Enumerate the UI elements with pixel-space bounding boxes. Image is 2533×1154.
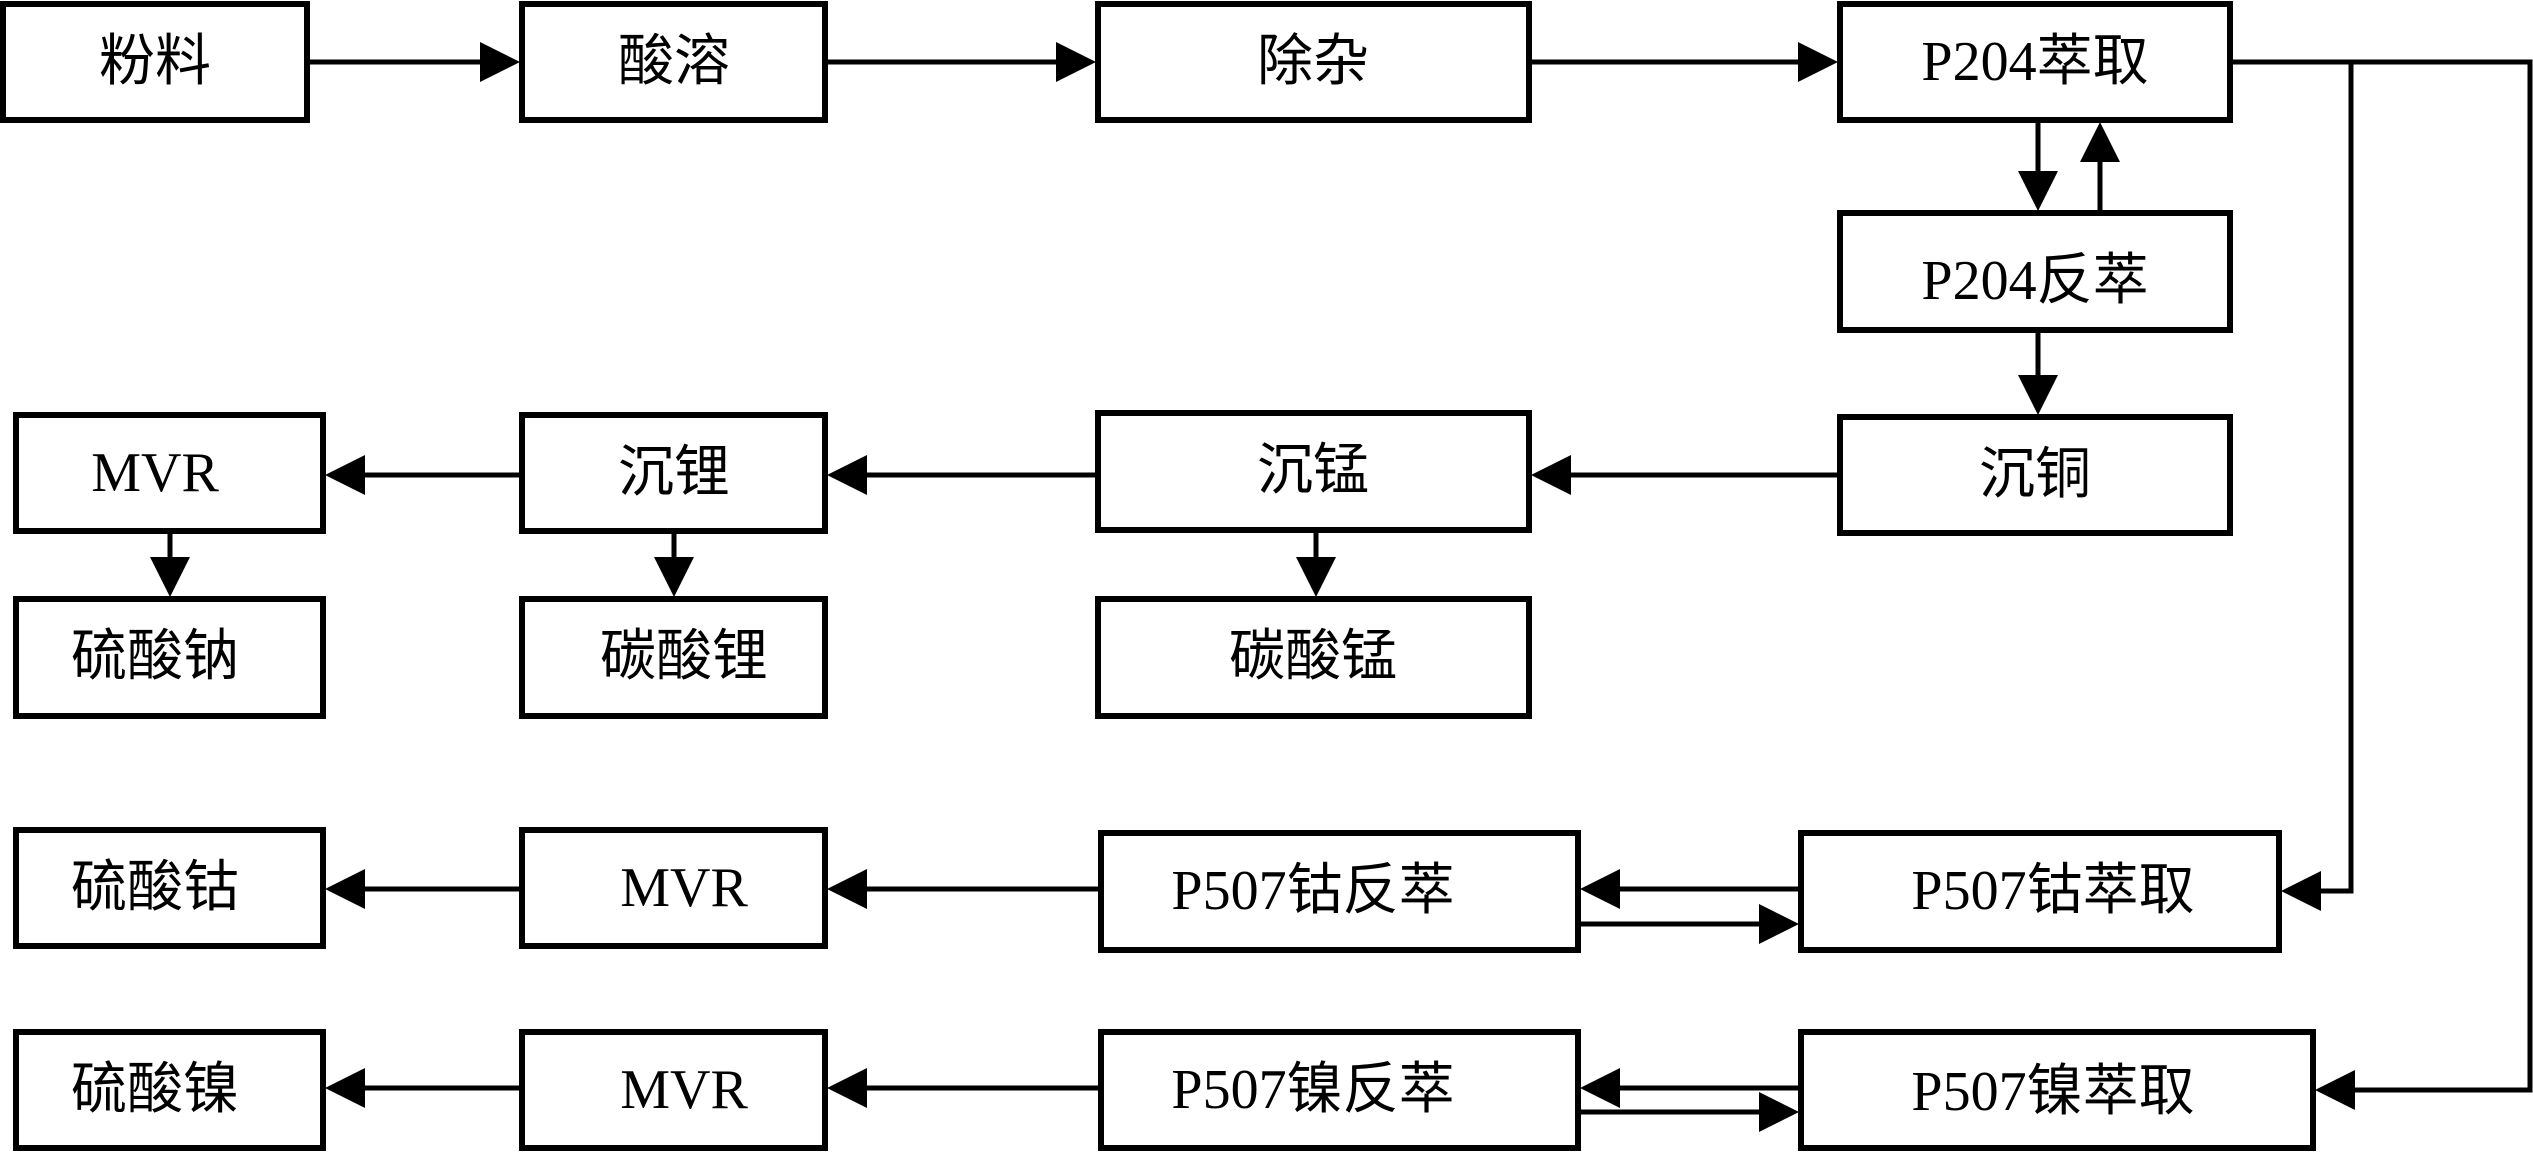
node-label: MVR [620,1059,748,1121]
node-p507-cobalt-stripping: P507钴反萃 [1098,830,1581,953]
node-p204-extraction: P204萃取 [1837,1,2233,123]
node-label: P507镍萃取 [1911,1061,2194,1123]
node-manganese-carbonate: 碳酸锰 [1095,596,1532,719]
node-label: P204萃取 [1921,31,2148,93]
node-label: 沉锰 [1257,440,1369,502]
node-p507-nickel-stripping: P507镍反萃 [1098,1029,1581,1151]
node-p507-cobalt-extraction: P507钴萃取 [1798,830,2282,953]
connectors [150,42,2533,1132]
node-label: 碳酸锰 [1229,626,1397,688]
node-label: MVR [620,857,748,919]
node-nickel-sulfate: 硫酸镍 [13,1029,326,1151]
node-lithium-precip: 沉锂 [519,412,828,534]
node-mvr-1: MVR [13,412,326,534]
node-label: P507镍反萃 [1171,1059,1454,1121]
node-label: 硫酸钠 [71,626,239,688]
node-impurity-removal: 除杂 [1095,1,1532,123]
node-sodium-sulfate: 硫酸钠 [13,596,326,719]
node-label: MVR [91,442,219,504]
node-copper-precip: 沉铜 [1837,414,2233,536]
node-p507-nickel-extraction: P507镍萃取 [1798,1029,2316,1151]
node-mvr-3: MVR [519,1029,828,1151]
node-label: 硫酸镍 [71,1059,239,1121]
node-cobalt-sulfate: 硫酸钴 [13,827,326,949]
arrow-p204-to-p507-cobalt-extraction [2230,59,2354,911]
node-label: 粉料 [99,31,211,93]
arrow-p204-to-p507-nickel-extraction [2315,59,2533,1110]
node-label: 酸溶 [618,31,730,93]
node-manganese-precip: 沉锰 [1095,410,1532,533]
node-p204-stripping: P204反萃 [1837,210,2233,333]
node-powder: 粉料 [0,1,310,123]
node-label: 碳酸锂 [600,626,768,688]
node-label: 硫酸钴 [71,857,239,919]
node-label: P204反萃 [1921,250,2148,312]
node-lithium-carbonate: 碳酸锂 [519,596,828,719]
node-label: 沉锂 [618,442,730,504]
node-acid-leach: 酸溶 [519,1,828,123]
node-label: 沉铜 [1979,444,2091,506]
node-label: 除杂 [1257,31,1369,93]
node-mvr-2: MVR [519,827,828,949]
node-label: P507钴萃取 [1911,860,2194,922]
node-label: P507钴反萃 [1171,860,1454,922]
